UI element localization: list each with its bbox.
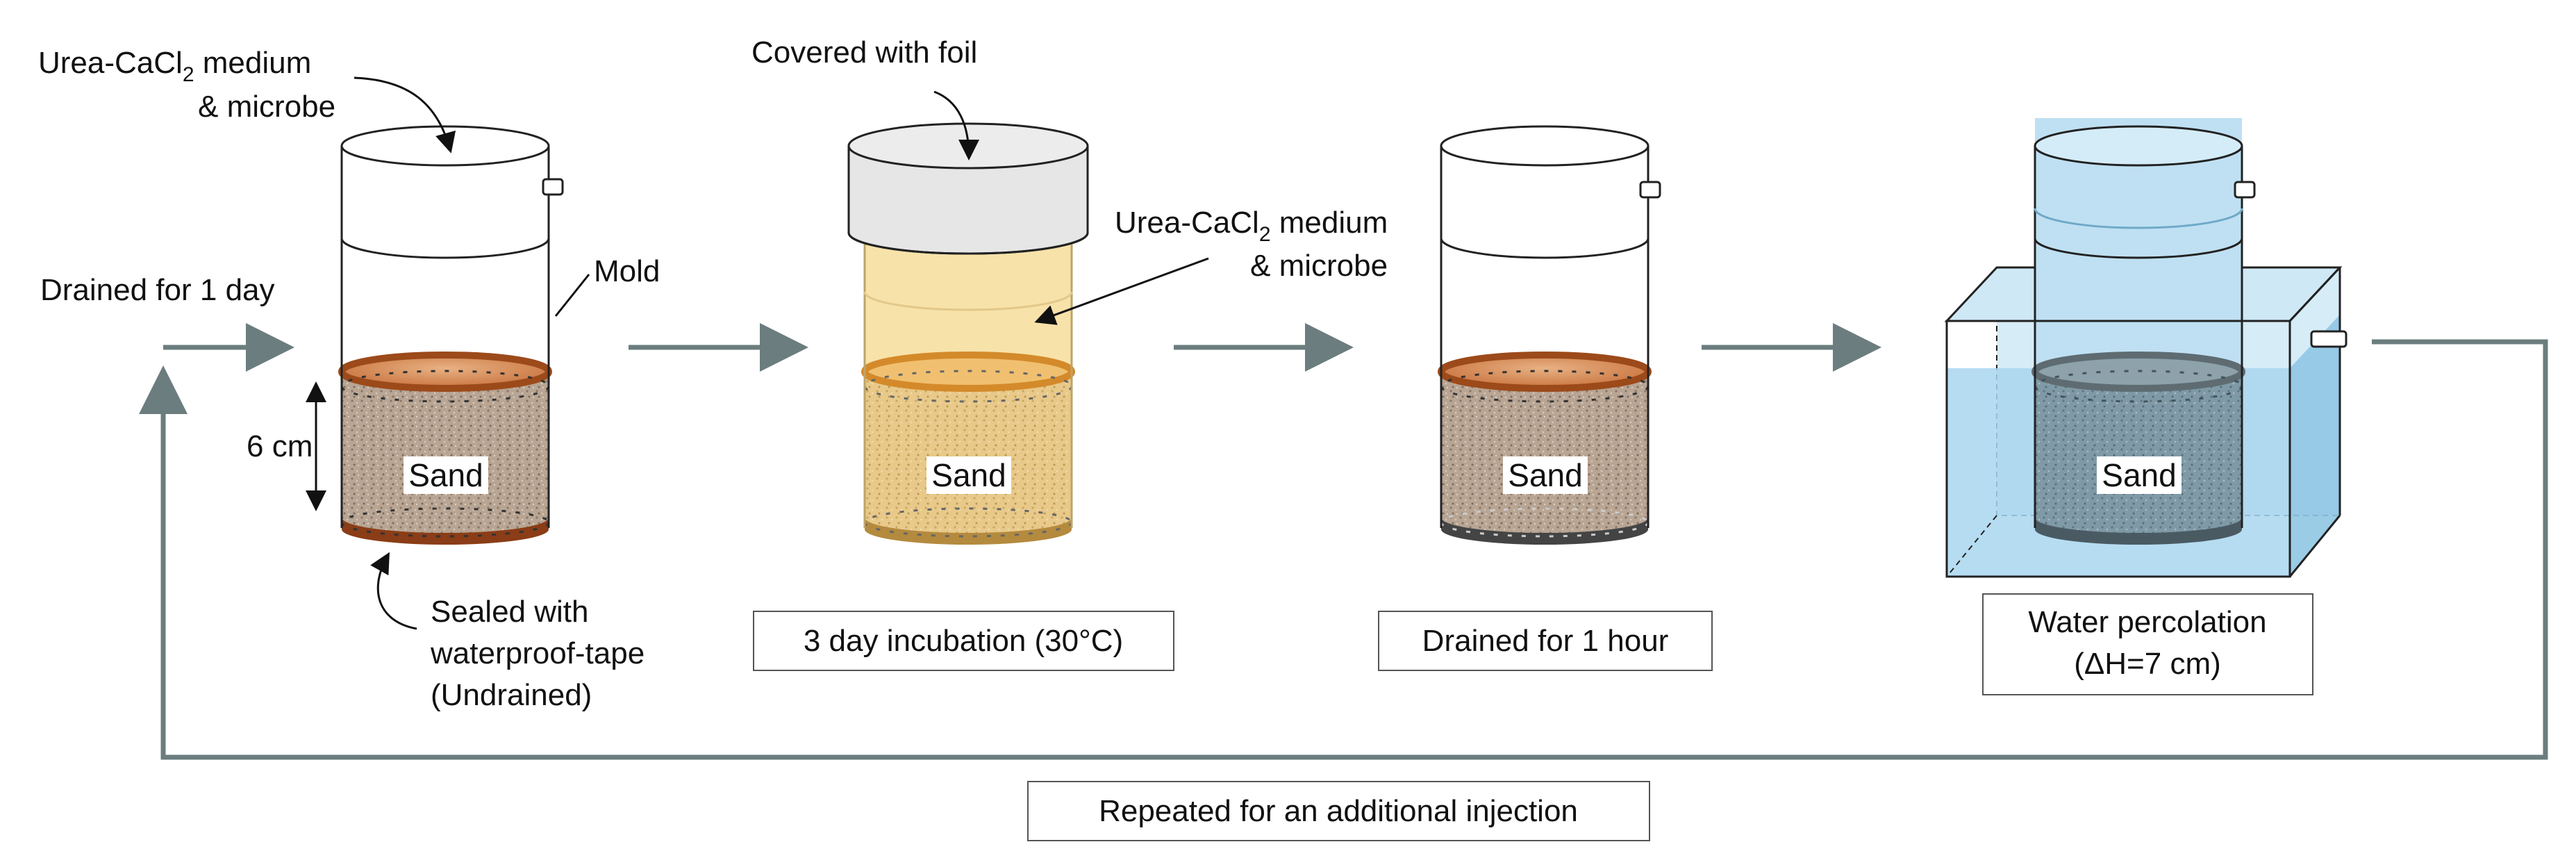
- pointer-arrow-sealed: [370, 552, 417, 630]
- caption-loop: Repeated for an additional injection: [1099, 794, 1578, 828]
- mold-label: Mold: [594, 254, 660, 288]
- sealed-label-line1: Sealed with: [431, 595, 588, 629]
- sand-label-1: Sand: [408, 457, 483, 493]
- sand-label-3: Sand: [1508, 457, 1582, 493]
- microbe-label-mid: & microbe: [1250, 249, 1388, 283]
- pointer-arrow-medium-2: [1034, 257, 1209, 325]
- flow-loop-return-arrow: [139, 339, 2548, 760]
- sealed-label-line3: (Undrained): [431, 678, 592, 712]
- sealed-label-line2: waterproof-tape: [430, 636, 645, 670]
- caption-box-loop: [1027, 781, 1650, 841]
- caption-box-incubation: [753, 611, 1174, 671]
- caption-incubation: 3 day incubation (30°C): [804, 624, 1123, 658]
- microbe-label-top-left: & microbe: [198, 90, 335, 124]
- stage-4-water-tank: Sand: [1944, 118, 2348, 578]
- medium-label-mid: Urea-CaCl2 medium: [1115, 206, 1388, 246]
- caption-percolation-head: (ΔH=7 cm): [2074, 647, 2221, 681]
- caption-drained-hour: Drained for 1 hour: [1422, 624, 1669, 658]
- mold-pointer-line: [554, 274, 590, 317]
- caption-percolation: Water percolation: [2028, 605, 2266, 639]
- covered-foil-label: Covered with foil: [751, 35, 977, 69]
- height-label: 6 cm: [247, 429, 313, 463]
- sand-label-4: Sand: [2102, 457, 2176, 493]
- pointer-arrow-medium-1: [354, 76, 456, 154]
- stage-1-mold: Sand: [338, 125, 564, 545]
- caption-box-drained-hour: [1378, 611, 1713, 671]
- flow-arrows: [139, 323, 2548, 760]
- sand-label-2: Sand: [931, 457, 1006, 493]
- stage-2-mold-foil: Sand: [847, 122, 1089, 545]
- caption-box-percolation: [1982, 593, 2313, 695]
- pointer-arrow-foil: [933, 90, 979, 160]
- medium-label-top-left: Urea-CaCl2 medium: [38, 46, 311, 86]
- drained-1-day-label: Drained for 1 day: [40, 273, 275, 307]
- stage-3-mold: Sand: [1438, 125, 1661, 545]
